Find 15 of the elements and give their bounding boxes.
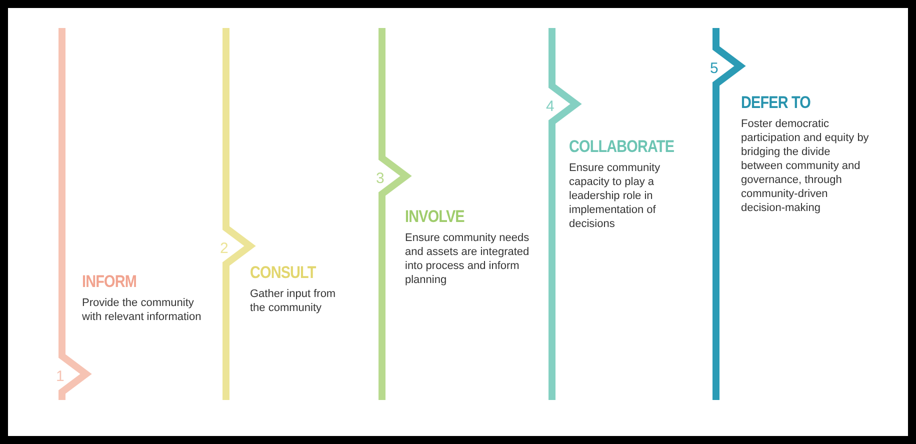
stage-description: Foster democratic participation and equity by bridging the divide between community and governance, through community-driven decision-making bbox=[741, 117, 870, 215]
step-number: 5 bbox=[710, 60, 718, 77]
stage-description: Ensure community capacity to play a leadership role in implementation of decisions bbox=[569, 161, 662, 231]
step-number: 3 bbox=[376, 170, 384, 187]
step-number: 2 bbox=[220, 240, 228, 257]
stage-title: INFORM bbox=[82, 272, 136, 292]
stage-title: DEFER TO bbox=[741, 93, 810, 113]
stage-title: INVOLVE bbox=[405, 207, 464, 227]
step-number: 4 bbox=[546, 98, 554, 115]
stage-title: CONSULT bbox=[250, 263, 316, 283]
step-number: 1 bbox=[56, 368, 64, 385]
stage-title: COLLABORATE bbox=[569, 137, 674, 157]
stage-description: Ensure community needs and assets are integrated into process and inform planning bbox=[405, 231, 530, 287]
stage-description: Provide the community with relevant information bbox=[82, 296, 202, 324]
stage-description: Gather input from the community bbox=[250, 287, 337, 315]
